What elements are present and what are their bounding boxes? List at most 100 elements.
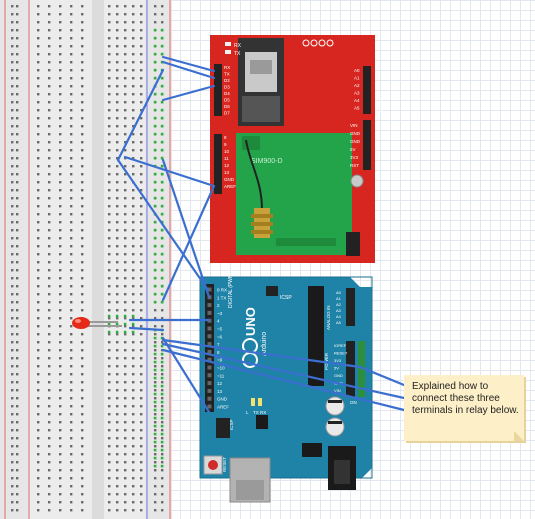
shield-header-right-1 <box>363 66 371 114</box>
rx-led-label: RX <box>260 410 266 415</box>
shield-pin-label: D3 <box>224 85 230 90</box>
shield-power-jack <box>346 232 360 256</box>
module-label: SIM900-D <box>251 158 283 165</box>
shield-reset-button[interactable] <box>350 174 364 188</box>
shield-pin-label: VIN <box>350 123 358 128</box>
shield-pin-label: 9 <box>224 142 227 147</box>
wire <box>161 342 406 400</box>
voltage-regulator <box>302 443 322 457</box>
power-pin-label: VIN <box>334 388 341 393</box>
shield-header-right-2 <box>363 120 371 170</box>
shield-pin-label: 3V3 <box>350 155 359 160</box>
shield-pin-label: D7 <box>224 111 230 116</box>
shield-top-pads <box>302 39 334 47</box>
shield-pin-label: D6 <box>224 104 230 109</box>
shield-rx-label: RX <box>234 43 242 49</box>
annotation-text: Explained how to connect these three ter… <box>412 381 519 416</box>
digital-pin-label: ~10 <box>217 366 225 371</box>
tx-led-label: TX <box>253 410 259 415</box>
digital-pin-label: ~9 <box>217 358 223 363</box>
digital-pin-label: ~6 <box>217 334 223 339</box>
wire <box>161 158 211 299</box>
wire <box>161 84 216 102</box>
power-label: POWER <box>324 352 329 370</box>
shield-side-title: Arduino <box>378 95 384 112</box>
shield-pin-label: GND <box>350 139 361 144</box>
shield-tx-label: TX <box>234 51 241 57</box>
on-led-label: ON <box>350 400 357 405</box>
capacitor-1 <box>325 396 345 416</box>
shield-pin-label: A2 <box>354 83 360 88</box>
wire <box>161 55 216 73</box>
analog-label: ANALOG IN <box>326 305 331 330</box>
icsp-label: ICSP <box>280 295 292 301</box>
analog-header-top <box>346 288 355 326</box>
wire <box>128 326 165 332</box>
icsp2-header <box>216 418 230 438</box>
shield-pin-label: 8 <box>224 135 227 140</box>
digital-pin-label: ~3 <box>217 311 223 316</box>
wire <box>116 158 210 292</box>
wire <box>161 60 216 80</box>
digital-pin-label: AREF <box>217 405 229 410</box>
usb-chip <box>256 415 268 429</box>
shield-pin-label: GND <box>350 131 361 136</box>
power-pin-label: GND <box>334 373 343 378</box>
capacitor-2 <box>325 417 345 437</box>
digital-pin-label: 12 <box>217 381 223 386</box>
uno-logo-text: UNO <box>243 307 258 336</box>
digital-pin-label: GND <box>217 397 228 402</box>
shield-pin-label: A1 <box>354 76 360 81</box>
shield-pin-label: 11 <box>224 156 229 161</box>
icsp2-label: ICSP <box>229 419 234 430</box>
shield-pin-label: GND <box>224 177 235 182</box>
digital-pin-label: ~11 <box>217 373 225 378</box>
wire <box>358 365 406 387</box>
power-header <box>346 341 355 397</box>
digital-pin-label: 13 <box>217 389 223 394</box>
power-pin-label: 3V3 <box>334 358 342 363</box>
digital-pin-label: 4 <box>217 319 220 324</box>
atmega-chip <box>308 286 324 386</box>
shield-pin-label: D5 <box>224 98 230 103</box>
digital-label: DIGITAL (PWM~) <box>228 269 234 308</box>
antenna-connector <box>251 208 273 238</box>
wire <box>161 338 362 369</box>
wire <box>161 348 406 412</box>
digital-pin-label: 8 <box>217 350 220 355</box>
shield-pin-label: A0 <box>354 68 360 73</box>
shield-pin-label: AREF <box>224 184 236 189</box>
shield-pin-label: 12 <box>224 163 230 168</box>
shield-pin-label: RX <box>224 65 230 70</box>
wires <box>116 55 406 414</box>
digital-pin-label: 1 TX <box>217 295 226 300</box>
shield-pin-labels: RXTXD2D3D4D5D6D78910111213GNDAREFA0A1A2A… <box>224 65 361 189</box>
icsp-header <box>266 286 278 296</box>
shield-pin-label: 5V <box>350 147 356 152</box>
digital-pin-label: 2 <box>217 303 220 308</box>
wire <box>123 155 216 188</box>
reset-label: RESET <box>222 457 227 472</box>
shield-pin-label: A5 <box>354 106 360 111</box>
analog-pin-label: A2 <box>336 302 342 307</box>
wire <box>161 336 211 414</box>
analog-pin-label: A0 <box>336 290 342 295</box>
breadboard-connected-holes <box>107 28 164 468</box>
analog-pin-label: A3 <box>336 308 342 313</box>
digital-pin-label: 7 <box>217 342 220 347</box>
digital-pin-label: ~5 <box>217 327 223 332</box>
shield-pin-label: 10 <box>224 149 230 154</box>
annotation-note: Explained how to connect these three ter… <box>404 375 524 441</box>
shield-pin-label: D2 <box>224 78 230 83</box>
shield-pin-label: RST <box>350 163 359 168</box>
shield-pin-label: A3 <box>354 91 360 96</box>
wire <box>116 68 165 162</box>
shield-header-left-2 <box>214 134 222 194</box>
shield-pin-label: A4 <box>354 98 360 103</box>
sim900-module <box>236 133 352 255</box>
arduino-brand-text: Arduino <box>261 332 268 356</box>
power-pin-label: RESET <box>334 351 348 356</box>
